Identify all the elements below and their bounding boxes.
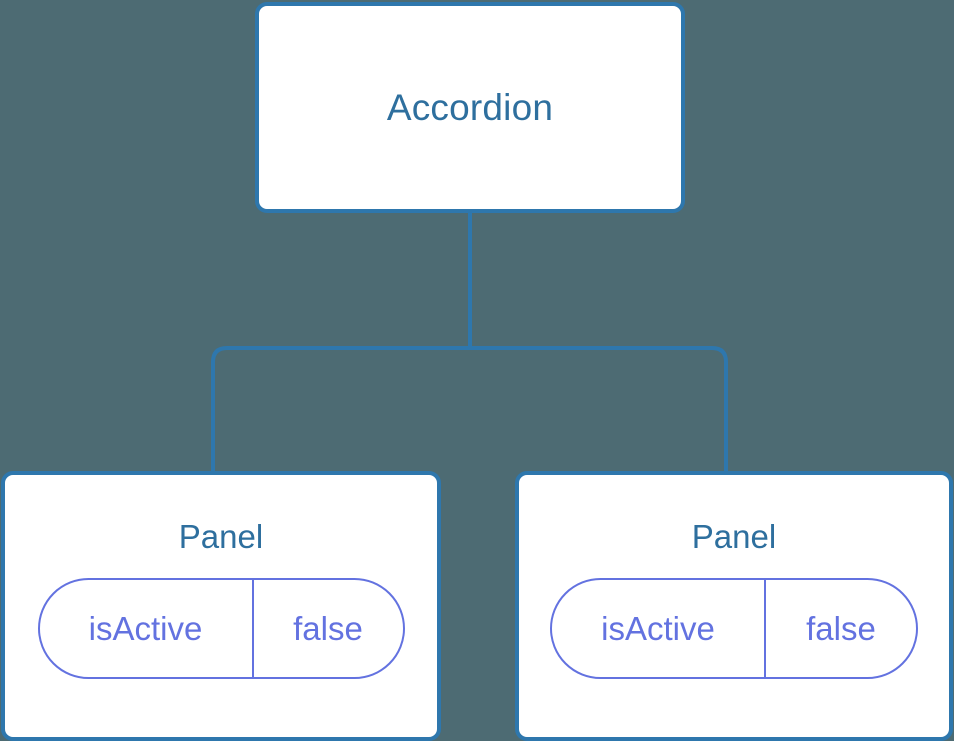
state-value-panel-2: false	[806, 610, 876, 647]
state-key-panel-2: isActive	[552, 580, 766, 677]
node-panel-1[interactable]: Panel isActive false	[1, 471, 441, 741]
edge-to-panel-right	[470, 346, 728, 481]
node-panel-2-label: Panel	[691, 518, 777, 555]
node-accordion[interactable]: Accordion	[255, 2, 685, 213]
edge-to-panel-left	[211, 346, 470, 481]
node-panel-2[interactable]: Panel isActive false	[515, 471, 953, 741]
node-panel-1-label: Panel	[178, 518, 264, 555]
node-accordion-label: Accordion	[386, 87, 554, 128]
state-key-panel-1: isActive	[40, 580, 254, 677]
state-value-panel-1: false	[293, 610, 363, 647]
state-badge-panel-2[interactable]: isActive false	[550, 578, 918, 679]
state-badge-panel-1[interactable]: isActive false	[37, 578, 405, 679]
